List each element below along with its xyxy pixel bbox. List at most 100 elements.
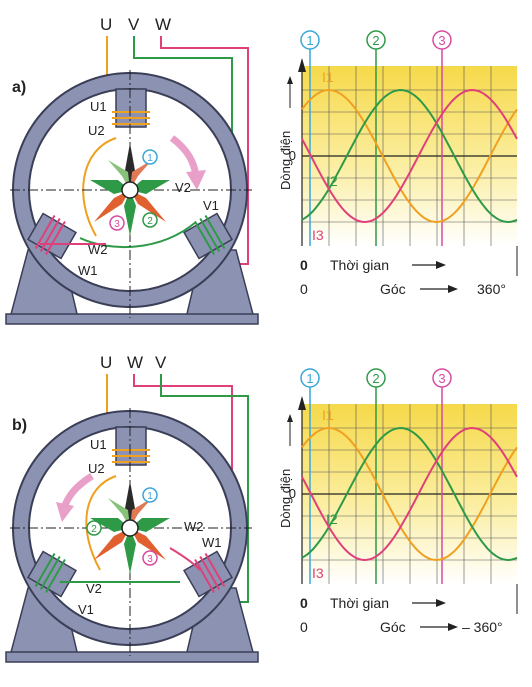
terminal-label: W [127, 353, 143, 372]
series-i1-curve [301, 88, 518, 224]
rotor-star [90, 481, 170, 574]
graph-y-label: Dòng điện [278, 131, 293, 190]
coil-w [34, 215, 66, 255]
marker-1: 1 [142, 487, 158, 503]
coil-label-v1: V1 [203, 198, 219, 213]
coil-v [34, 553, 66, 593]
angle-end: – 360° [462, 619, 503, 635]
marker-1: 1 [142, 149, 158, 165]
coil-v [194, 215, 226, 255]
coil-label-u2: U2 [88, 461, 105, 476]
angle-zero: 0 [300, 281, 308, 297]
graph-a: 1 2 3 I1 I2 I3 0 Dòng điện [278, 30, 518, 246]
series-i3-label: I3 [312, 565, 324, 581]
graph-y-label: Dòng điện [278, 469, 293, 528]
svg-text:1: 1 [147, 491, 153, 502]
svg-text:3: 3 [147, 554, 153, 565]
svg-text:2: 2 [372, 33, 379, 48]
pole-w [183, 550, 233, 598]
graph-marker-3: 3 [432, 30, 452, 50]
coil-label-w2: W2 [184, 519, 204, 534]
series-i3-label: I3 [312, 227, 324, 243]
angle-arrow-head [448, 623, 458, 631]
marker-3: 3 [109, 215, 125, 231]
angle-end: 360° [477, 281, 506, 297]
graph-marker-2: 2 [366, 368, 386, 388]
coil-label-v2: V2 [86, 581, 102, 596]
time-label: Thời gian [330, 595, 389, 611]
time-arrow-head [436, 599, 446, 607]
svg-text:3: 3 [438, 33, 445, 48]
coil-label-u2: U2 [88, 123, 105, 138]
svg-text:1: 1 [306, 371, 313, 386]
panel-a: a) U V W [5, 15, 518, 325]
series-i2-curve [301, 426, 518, 562]
pole-w [27, 212, 77, 260]
angle-label: Góc [380, 619, 406, 635]
motor-base [5, 313, 259, 325]
series-i3-curve [301, 426, 518, 562]
marker-2: 2 [142, 212, 158, 228]
series-i1-curve [301, 426, 518, 562]
graph-b: 1 2 3 I1 I2 I3 0 Dòng điện [278, 368, 518, 584]
svg-text:3: 3 [114, 219, 120, 230]
angle-zero: 0 [300, 619, 308, 635]
graph-y-zero: 0 [289, 486, 296, 501]
pole-u [115, 426, 147, 466]
winding-w [169, 547, 201, 571]
terminal-label: V [128, 15, 140, 34]
rotation-arrow-head [56, 502, 74, 522]
panel-b: b) U W V [5, 353, 518, 663]
winding-u [85, 475, 117, 571]
coil-w [194, 553, 226, 593]
winding-v [79, 221, 197, 249]
time-zero: 0 [300, 257, 308, 273]
coil-label-w2: W2 [88, 242, 108, 257]
terminal-label: W [155, 15, 171, 34]
pole-u [115, 88, 147, 128]
svg-text:1: 1 [306, 33, 313, 48]
coil-label-u1: U1 [90, 99, 107, 114]
graph-marker-1: 1 [300, 368, 320, 388]
svg-text:2: 2 [372, 371, 379, 386]
rotor-star [90, 143, 170, 236]
series-i3-curve [301, 88, 518, 224]
svg-text:1: 1 [147, 153, 153, 164]
pole-v [27, 550, 77, 598]
rotation-arrow-head [186, 170, 206, 190]
graph-marker-3: 3 [432, 368, 452, 388]
time-zero: 0 [300, 595, 308, 611]
series-i2-curve [301, 88, 518, 224]
y-label-arrow-head [287, 76, 293, 84]
series-i1-label: I1 [322, 69, 334, 85]
graph-marker-2: 2 [366, 30, 386, 50]
terminal-label: V [155, 353, 167, 372]
coil-u [112, 449, 150, 463]
marker-2: 2 [86, 520, 102, 536]
coil-u [112, 111, 150, 125]
graph-grid [302, 404, 517, 584]
time-arrow-head [436, 261, 446, 269]
y-label-arrow-head [287, 414, 293, 422]
graph-y-zero: 0 [289, 148, 296, 163]
pole-v [183, 212, 233, 260]
motor-base [5, 651, 259, 663]
angle-arrow-head [448, 285, 458, 293]
terminal-label: U [100, 353, 112, 372]
panel-label: b) [12, 417, 27, 434]
panel-label: a) [12, 79, 26, 96]
coil-label-w1: W1 [78, 263, 98, 278]
coil-label-w1: W1 [202, 535, 222, 550]
graph-marker-1: 1 [300, 30, 320, 50]
series-i1-label: I1 [322, 407, 334, 423]
series-i2-label: I2 [326, 173, 338, 189]
coil-label-v2: V2 [175, 180, 191, 195]
marker-3: 3 [142, 550, 158, 566]
series-i2-label: I2 [326, 511, 338, 527]
winding-u [82, 137, 117, 237]
terminal-label: U [100, 15, 112, 34]
graph-y-arrow [298, 396, 306, 410]
angle-label: Góc [380, 281, 406, 297]
svg-text:3: 3 [438, 371, 445, 386]
